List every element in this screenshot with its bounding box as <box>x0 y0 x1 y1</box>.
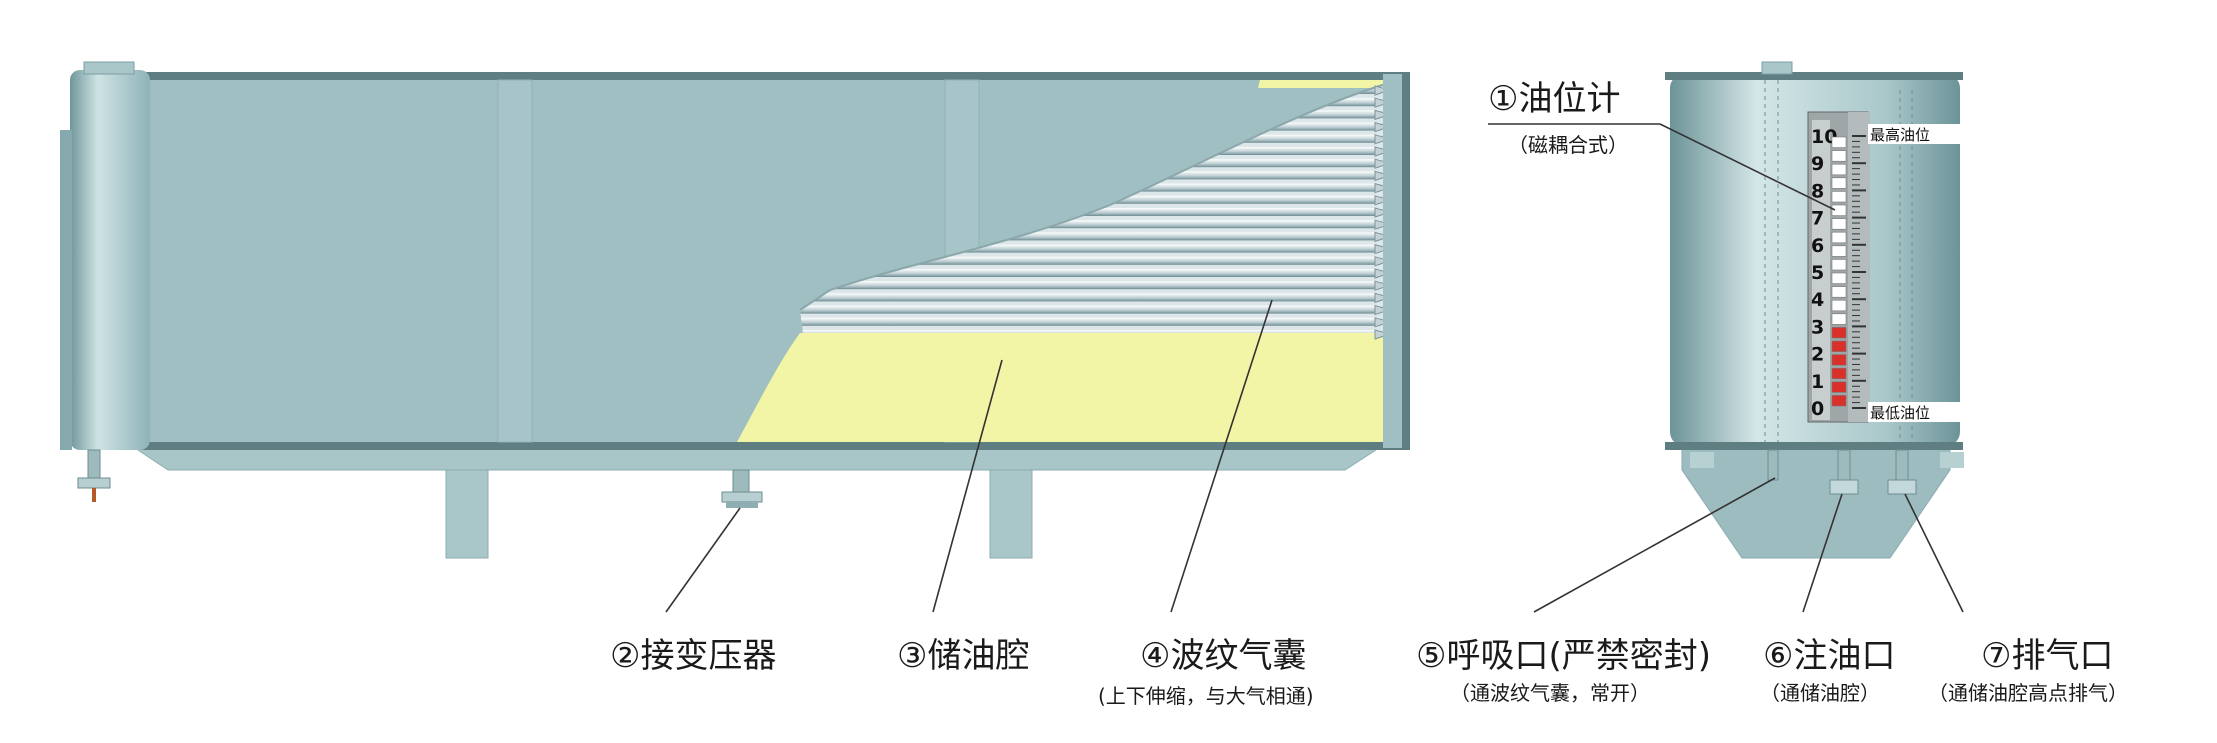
gauge-scale-number: 2 <box>1811 344 1824 366</box>
gauge-cell <box>1831 340 1847 352</box>
bellows-rib-edge <box>1374 109 1392 121</box>
label-vent-port: ⑦排气口 <box>1981 636 2113 676</box>
label-transformer-connection: ②接变压器 <box>610 636 776 676</box>
leader-lines <box>665 123 1964 613</box>
gauge-cell <box>1831 218 1847 230</box>
gauge-cell <box>1831 259 1847 271</box>
bellows-edge <box>1374 85 1392 340</box>
label-oil-chamber: ③储油腔 <box>897 636 1029 676</box>
bellows-rib-edge <box>1374 231 1392 243</box>
gauge-scale-number: 1 <box>1811 371 1824 393</box>
label-oil-level-gauge: ①油位计 <box>1488 79 1620 119</box>
gauge-cell <box>1831 245 1847 257</box>
bellows-rib-edge <box>1374 207 1392 218</box>
bellows-rib <box>800 232 1380 241</box>
gauge-cell <box>1831 204 1847 216</box>
vent-port <box>1887 449 1917 495</box>
gauge-scale-number: 0 <box>1811 398 1824 420</box>
bellows-rib <box>800 281 1380 290</box>
label-oil-filling-port-note: （通储油腔） <box>1760 681 1880 705</box>
bellows-rib <box>800 317 1380 326</box>
gauge-cell <box>1831 136 1847 148</box>
gauge-cell <box>1831 272 1847 284</box>
gauge-max-level-label: 最高油位 <box>1870 126 1930 144</box>
tank-end-cap <box>70 70 150 450</box>
bellows-rib-edge <box>1374 158 1392 169</box>
bellows-rib-edge <box>1374 292 1392 304</box>
oil-chamber-fill <box>737 80 1383 442</box>
bellows-rib-edge <box>1374 85 1392 96</box>
gauge-scale-number: 9 <box>1811 153 1824 175</box>
gauge-cell <box>1831 395 1847 407</box>
bellows-rib-edge <box>1374 97 1392 108</box>
gauge-cell <box>1831 299 1847 312</box>
bellows-rib <box>800 220 1380 229</box>
label-breather-port-note: （通波纹气囊，常开） <box>1450 681 1650 705</box>
label-bellows-note: (上下伸缩，与大气相通) <box>1098 684 1314 708</box>
gauge-cell <box>1831 286 1847 298</box>
bellows-rib-edge <box>1374 170 1392 182</box>
gauge-cell <box>1831 354 1847 366</box>
gauge-scale-number: 6 <box>1811 235 1824 257</box>
gauge-cell <box>1831 231 1847 244</box>
gauge-cell <box>1831 381 1847 393</box>
support-leg <box>989 467 1033 559</box>
bellows-rib-edge <box>1374 329 1392 340</box>
label-bellows: ④波纹气囊 <box>1140 636 1306 676</box>
gauge-scale-number: 3 <box>1811 316 1824 338</box>
bellows-rib <box>800 256 1380 265</box>
gauge-ticks <box>1852 135 1866 409</box>
gauge-level-indicator <box>1831 136 1847 407</box>
drain-valve <box>87 449 101 481</box>
label-oil-level-gauge-note: （磁耦合式） <box>1508 133 1628 157</box>
bellows-rib-edge <box>1374 243 1392 255</box>
gauge-cell <box>1831 163 1847 176</box>
oil-filling-port <box>1829 449 1859 495</box>
bellows-rib <box>800 305 1380 314</box>
gauge-scale-number: 5 <box>1811 262 1824 284</box>
bellows-rib <box>800 330 1380 333</box>
bellows-rib-edge <box>1374 134 1392 145</box>
gauge-scale-number: 10 <box>1811 126 1837 148</box>
bellows-rib-edge <box>1374 268 1392 279</box>
bellows-rib-edge <box>1374 195 1392 206</box>
gauge-cell <box>1831 150 1847 162</box>
bellows-rib-edge <box>1374 146 1392 157</box>
transformer-connection-pipe <box>721 469 763 508</box>
bellows-rib-edge <box>1374 121 1392 133</box>
bellows-rib-edge <box>1374 256 1392 267</box>
gauge-cell <box>1831 327 1847 339</box>
bellows-rib-edge <box>1374 317 1392 328</box>
gauge-cell <box>1831 177 1847 189</box>
label-breather-port: ⑤呼吸口(严禁密封) <box>1416 636 1711 676</box>
gauge-scale-number: 7 <box>1811 208 1824 230</box>
bellows-rib-edge <box>1374 304 1392 316</box>
bellows-rib <box>800 293 1380 302</box>
support-leg <box>445 467 489 559</box>
label-vent-port-note: （通储油腔高点排气） <box>1928 681 2128 705</box>
bellows-rib <box>800 269 1380 277</box>
label-oil-filling-port: ⑥注油口 <box>1763 636 1895 676</box>
bellows-rib-edge <box>1374 280 1392 291</box>
gauge-cell <box>1831 367 1847 380</box>
gauge-cell <box>1831 191 1847 203</box>
bellows-rib-edge <box>1374 219 1392 230</box>
gauge-min-level-label: 最低油位 <box>1870 404 1930 422</box>
breather-port <box>1767 449 1779 481</box>
gauge-scale-number: 4 <box>1811 289 1824 311</box>
end-view-hopper <box>1681 444 1951 559</box>
gauge-cell <box>1831 313 1847 325</box>
side-view <box>60 61 1410 559</box>
bellows-rib-edge <box>1374 182 1392 194</box>
bellows-rib <box>800 244 1380 253</box>
gauge-scale-number: 8 <box>1811 180 1824 202</box>
